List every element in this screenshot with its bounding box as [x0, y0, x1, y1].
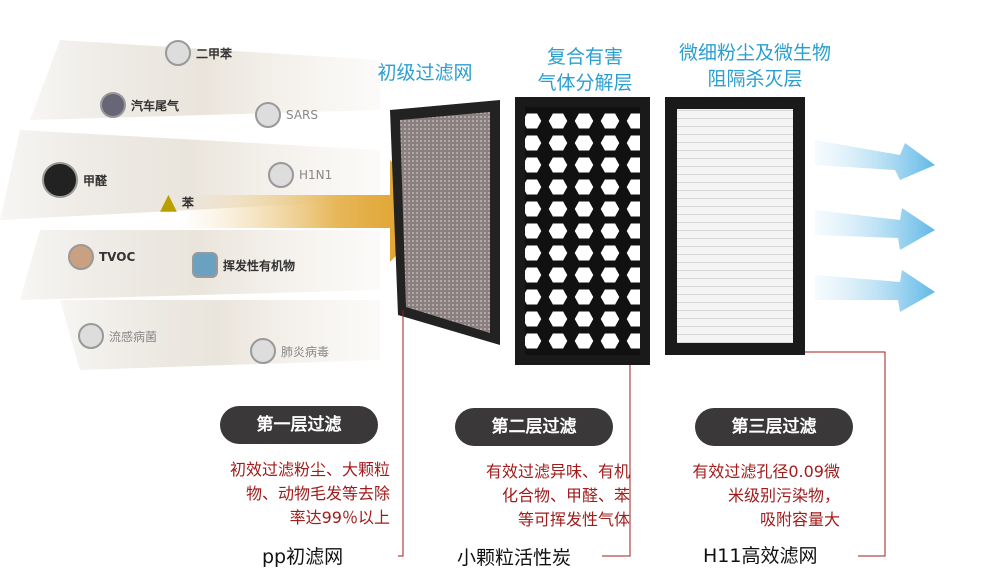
filter-carbon [515, 97, 650, 365]
pollutant-flu: 流感病菌 [78, 323, 157, 349]
warning-icon: ▲ [160, 190, 177, 215]
label-pp-filter: pp初滤网 [262, 546, 344, 568]
virus-icon [78, 323, 104, 349]
pollutant-tvoc: TVOC [68, 244, 135, 270]
pollutant-xylene: 二甲苯 [165, 40, 232, 66]
pollutant-benzene: ▲苯 [160, 190, 194, 215]
xylene-icon [165, 40, 191, 66]
heading-layer-1: 初级过滤网 [377, 62, 473, 84]
tvoc-icon [68, 244, 94, 270]
pollutant-exhaust: 汽车尾气 [100, 92, 179, 118]
voc-icon [192, 252, 218, 278]
clean-air-arrows [815, 140, 935, 312]
pill-layer-1: 第一层过滤 [220, 406, 378, 444]
pill-layer-2: 第二层过滤 [455, 408, 613, 446]
pollutant-h1n1: H1N1 [268, 162, 332, 188]
filter-hepa [665, 97, 805, 355]
desc-layer-3: 有效过滤孔径0.09微米级别污染物，吸附容量大 [692, 462, 840, 529]
label-hepa-filter: H11高效滤网 [703, 545, 818, 567]
virus-icon [268, 162, 294, 188]
desc-layer-1: 初效过滤粉尘、大颗粒物、动物毛发等去除率达99％以上 [229, 460, 390, 527]
exhaust-icon [100, 92, 126, 118]
pollutant-voc: 挥发性有机物 [192, 252, 295, 278]
filter-pp [390, 100, 500, 345]
formaldehyde-icon [42, 162, 78, 198]
pill-layer-3: 第三层过滤 [695, 408, 853, 446]
virus-icon [250, 338, 276, 364]
airflow-arrow [180, 160, 440, 262]
heading-layer-2: 复合有害气体分解层 [537, 46, 633, 94]
desc-layer-2: 有效过滤异味、有机化合物、甲醛、苯等可挥发性气体 [485, 462, 630, 529]
label-carbon-filter: 小颗粒活性炭 [457, 547, 572, 569]
connector-lines [398, 310, 886, 557]
pollutant-formaldehyde: 甲醛 [42, 162, 107, 198]
virus-icon [255, 102, 281, 128]
heading-layer-3: 微细粉尘及微生物阻隔杀灭层 [678, 42, 831, 90]
pollutant-sars: SARS [255, 102, 318, 128]
pollutant-pneumonia: 肺炎病毒 [250, 338, 329, 364]
